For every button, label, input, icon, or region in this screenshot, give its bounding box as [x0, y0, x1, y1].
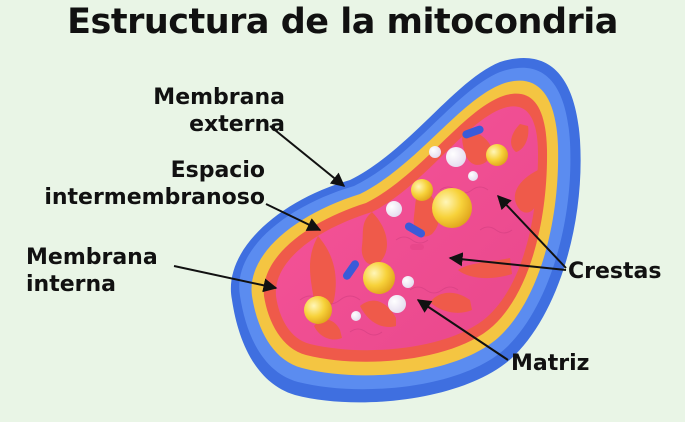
diagram-title: Estructura de la mitocondria: [67, 2, 618, 42]
mitochondrial-dna: [342, 125, 484, 280]
label-espacio-line1: Espacio: [170, 158, 265, 183]
label-membrana-externa-line2: externa: [189, 112, 285, 137]
label-membrana-externa-line1: Membrana: [153, 85, 285, 110]
ribosomes: [351, 146, 478, 321]
arrow-membrana-interna: [173, 265, 278, 293]
label-matriz: Matriz: [511, 351, 590, 376]
arrow-matriz: [416, 299, 509, 361]
arrow-membrana-externa: [269, 125, 346, 187]
label-membrana-externa: Membrana externa: [153, 84, 285, 138]
arrow-espacio-intermembranoso: [265, 203, 322, 231]
arrow-crestas-2: [448, 252, 567, 271]
pointer-arrows: [173, 125, 567, 361]
label-membrana-interna-line2: interna: [26, 272, 116, 297]
label-espacio-line2: intermembranoso: [44, 185, 265, 210]
label-membrana-interna: Membrana interna: [26, 244, 158, 298]
granules: [304, 144, 508, 324]
label-crestas: Crestas: [568, 259, 662, 284]
label-espacio-intermembranoso: Espacio intermembranoso: [44, 157, 265, 211]
label-membrana-interna-line1: Membrana: [26, 245, 158, 270]
arrow-crestas-1: [497, 194, 567, 269]
